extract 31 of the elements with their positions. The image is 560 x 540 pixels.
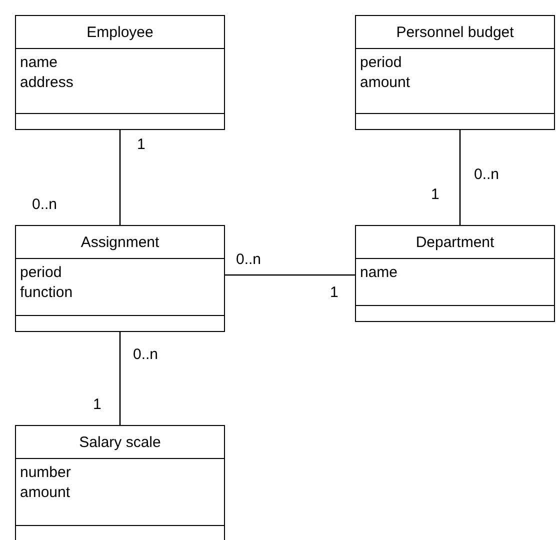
attribute: name	[360, 263, 399, 283]
class-box	[15, 425, 225, 540]
class-box	[15, 225, 225, 332]
class-name: Salary scale	[79, 434, 161, 450]
attribute: address	[20, 73, 74, 93]
multiplicity-label: 0..n	[236, 252, 262, 268]
association-line	[459, 130, 461, 225]
association-line	[119, 130, 121, 225]
multiplicity-label: 0..n	[32, 197, 58, 213]
multiplicity-label: 1	[330, 285, 338, 301]
attribute: name	[20, 53, 59, 73]
multiplicity-label: 1	[137, 137, 146, 153]
attribute: function	[20, 283, 74, 303]
class-box	[355, 15, 555, 130]
multiplicity-label: 1	[93, 397, 102, 413]
class-name: Employee	[86, 24, 154, 40]
multiplicity-label: 0..n	[133, 347, 158, 363]
class-box	[355, 225, 555, 322]
class-box	[15, 15, 225, 130]
association-line	[119, 332, 121, 425]
attribute: amount	[20, 483, 72, 503]
class-name: Assignment	[80, 234, 160, 250]
class-name: Personnel budget	[396, 24, 514, 40]
multiplicity-label: 0..n	[474, 167, 500, 183]
attribute: period	[20, 263, 63, 283]
multiplicity-label: 1	[431, 187, 440, 203]
attribute: period	[360, 53, 403, 73]
class-name: Department	[416, 234, 494, 250]
association-line	[225, 274, 355, 276]
attribute: amount	[360, 73, 412, 93]
attribute: number	[20, 463, 72, 483]
